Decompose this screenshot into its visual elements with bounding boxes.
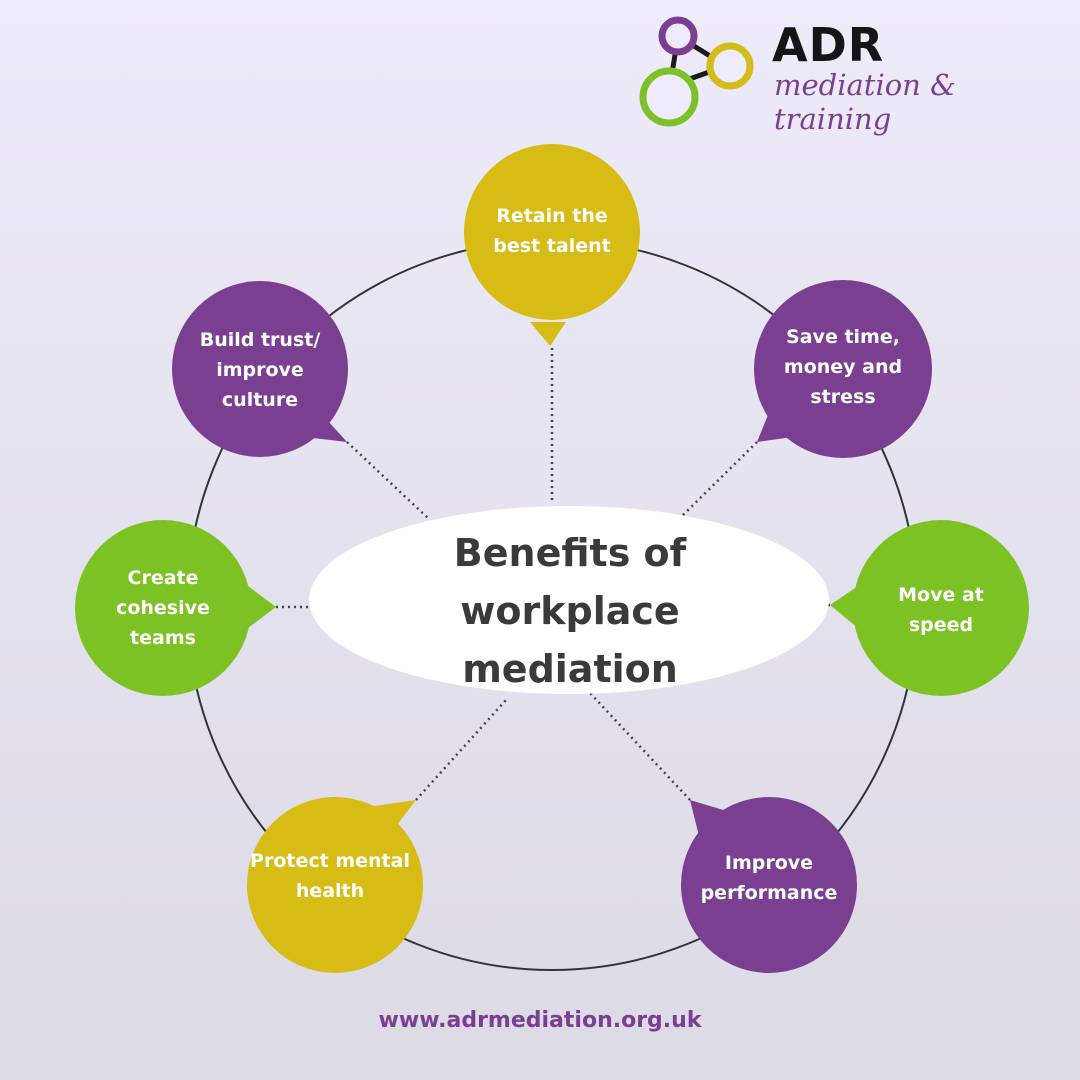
- logo-tagline: mediation & training: [774, 68, 956, 136]
- center-ellipse: [309, 506, 829, 694]
- node-label-build-trust: Build trust/ improve culture: [199, 329, 321, 411]
- connector-build-trust: [346, 441, 431, 521]
- bubble-move-at-speed: [830, 520, 1029, 696]
- bubble-improve-performance: [681, 797, 857, 973]
- node-label-cohesive-teams: Create cohesive teams: [116, 567, 210, 649]
- bubbles: [75, 144, 1029, 973]
- bubble-save-time: [754, 280, 932, 458]
- footer-url[interactable]: www.adrmediation.org.uk: [378, 1008, 702, 1033]
- connectors: [276, 348, 830, 801]
- bubble-cohesive-teams: [75, 520, 276, 696]
- node-label-improve-performance: Improve performance: [700, 852, 838, 904]
- connector-improve-performance: [589, 692, 691, 801]
- node-label-retain-talent: Retain the best talent: [493, 205, 611, 257]
- node-label-protect-mental-health: Protect mental health: [250, 850, 410, 902]
- bubble-build-trust: [172, 281, 348, 457]
- bubble-retain-talent: [464, 144, 640, 346]
- node-label-save-time: Save time, money and stress: [783, 326, 903, 408]
- logo-mark-icon: [639, 16, 754, 127]
- node-label-move-at-speed: Move at speed: [898, 584, 984, 636]
- center-title: Benefits of workplace mediation: [453, 531, 687, 691]
- bubble-protect-mental-health: [247, 797, 423, 973]
- connector-protect-mental-health: [415, 699, 507, 801]
- logo-name: ADR: [772, 18, 885, 72]
- connector-save-time: [677, 441, 758, 521]
